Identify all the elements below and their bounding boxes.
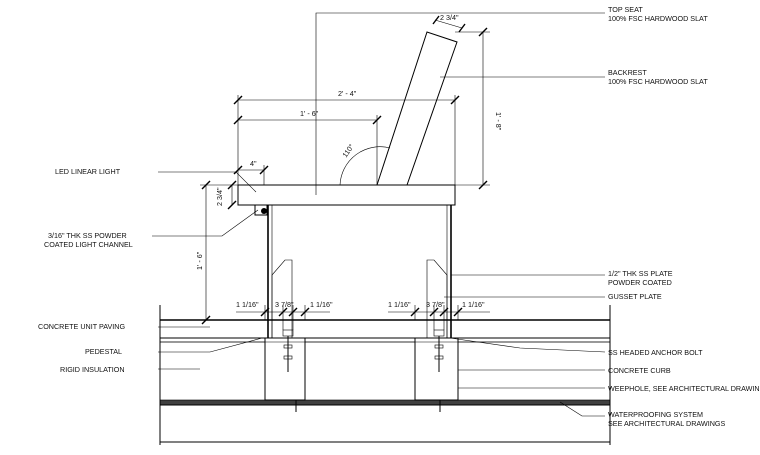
label-top-seat: TOP SEAT xyxy=(608,5,643,14)
dim-seat-height xyxy=(200,180,238,325)
label-weephole: WEEPHOLE, SEE ARCHITECTURAL DRAWINGS xyxy=(608,384,760,393)
leader-lines xyxy=(152,12,606,417)
label-ss-plate-coating: POWDER COATED xyxy=(608,278,672,287)
dim-left-gaps xyxy=(236,305,330,330)
label-waterproofing: WATERPROOFING SYSTEM xyxy=(608,410,703,419)
dim-right-a-label: 1 1/16" xyxy=(388,300,411,309)
label-backrest: BACKREST xyxy=(608,68,647,77)
dim-led-offset-label: 4" xyxy=(250,159,257,168)
anchor-bolts xyxy=(282,329,445,412)
dim-overall-width xyxy=(233,95,460,185)
label-concrete-curb: CONCRETE CURB xyxy=(608,366,671,375)
dim-left-c-label: 1 1/16" xyxy=(310,300,333,309)
label-anchor-bolt: SS HEADED ANCHOR BOLT xyxy=(608,348,703,357)
dim-left-b-label: 3 7/8" xyxy=(275,300,294,309)
label-backrest-material: 100% FSC HARDWOOD SLAT xyxy=(608,77,708,86)
dim-overall-width-label: 2' - 4" xyxy=(338,89,357,98)
dim-back-height-label: 1' - 8" xyxy=(494,112,503,131)
dim-angle xyxy=(339,146,391,186)
dim-right-c-label: 1 1/16" xyxy=(462,300,485,309)
led-light-channel xyxy=(254,204,268,216)
label-concrete-paving: CONCRETE UNIT PAVING xyxy=(38,322,125,331)
dim-seat-thk-label: 2 3/4" xyxy=(215,187,224,206)
label-ss-plate: 1/2" THK SS PLATE xyxy=(608,269,673,278)
seat-slat xyxy=(237,184,456,206)
concrete-curbs xyxy=(264,337,459,401)
backrest-slat xyxy=(376,31,458,186)
label-rigid-insulation: RIGID INSULATION xyxy=(60,365,125,374)
label-light-channel-2: COATED LIGHT CHANNEL xyxy=(44,240,133,249)
dim-back-height xyxy=(455,27,490,190)
label-gusset-plate: GUSSET PLATE xyxy=(608,292,662,301)
dim-seat-height-label: 1' - 6" xyxy=(195,251,204,270)
dim-right-gaps xyxy=(388,305,490,330)
dim-seat-top xyxy=(432,15,466,33)
dim-left-a-label: 1 1/16" xyxy=(236,300,259,309)
gusset-plates xyxy=(271,259,448,338)
dim-led-offset xyxy=(233,165,269,185)
label-light-channel-1: 3/16" THK SS POWDER xyxy=(48,231,127,240)
dim-back-offset-label: 1' - 6" xyxy=(300,109,319,118)
label-top-seat-material: 100% FSC HARDWOOD SLAT xyxy=(608,14,708,23)
paving-layer xyxy=(159,319,611,339)
waterproofing-layer xyxy=(159,400,611,443)
dim-right-b-label: 3 7/8" xyxy=(426,300,445,309)
label-led-light: LED LINEAR LIGHT xyxy=(55,167,121,176)
dim-back-offset xyxy=(233,115,382,185)
steel-plate-body xyxy=(267,205,452,338)
label-pedestal: PEDESTAL xyxy=(85,347,122,356)
label-waterproofing-ref: SEE ARCHITECTURAL DRAWINGS xyxy=(608,419,725,428)
dim-seat-top-label: 2 3/4" xyxy=(440,13,459,22)
